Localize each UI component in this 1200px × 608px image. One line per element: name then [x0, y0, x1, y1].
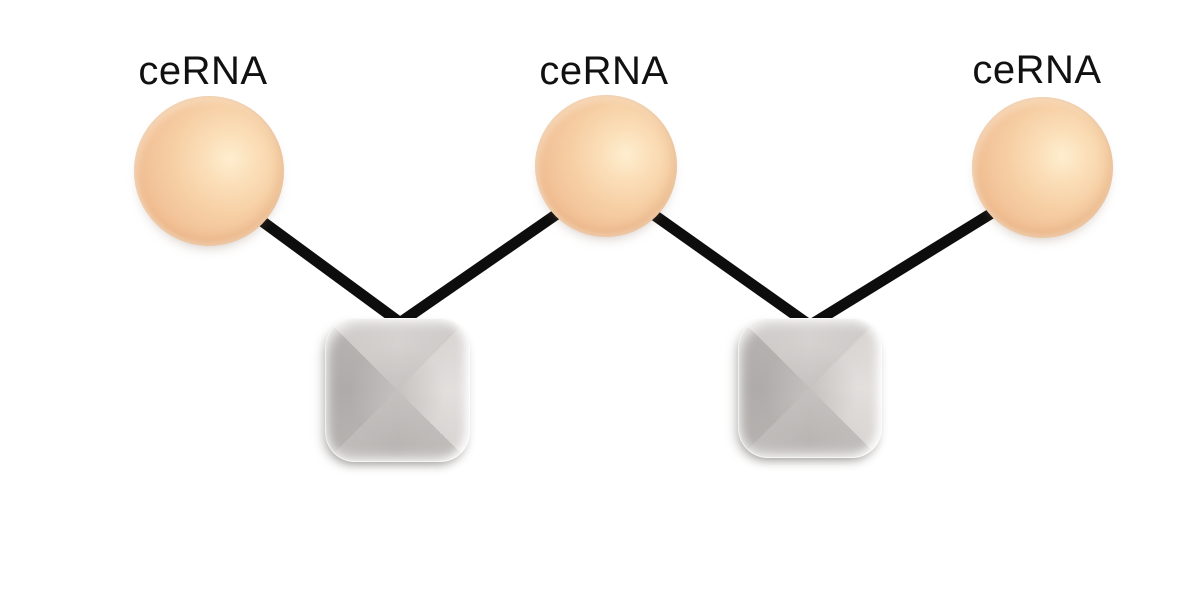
square-node-1 — [325, 318, 470, 462]
cerna-label-2: ceRNA — [539, 49, 669, 93]
edge-cerna3-square2 — [809, 200, 1008, 329]
cerna-node-3 — [972, 97, 1113, 238]
square-node-2 — [738, 318, 882, 458]
cerna-label-3: ceRNA — [972, 48, 1102, 92]
cerna-label-1: ceRNA — [138, 49, 268, 93]
edge-cerna1-square1 — [236, 200, 406, 329]
edge-cerna2-square2 — [636, 200, 812, 329]
cerna-node-1 — [134, 96, 284, 246]
edge-cerna2-square1 — [394, 200, 574, 329]
cerna-node-2 — [535, 95, 677, 237]
